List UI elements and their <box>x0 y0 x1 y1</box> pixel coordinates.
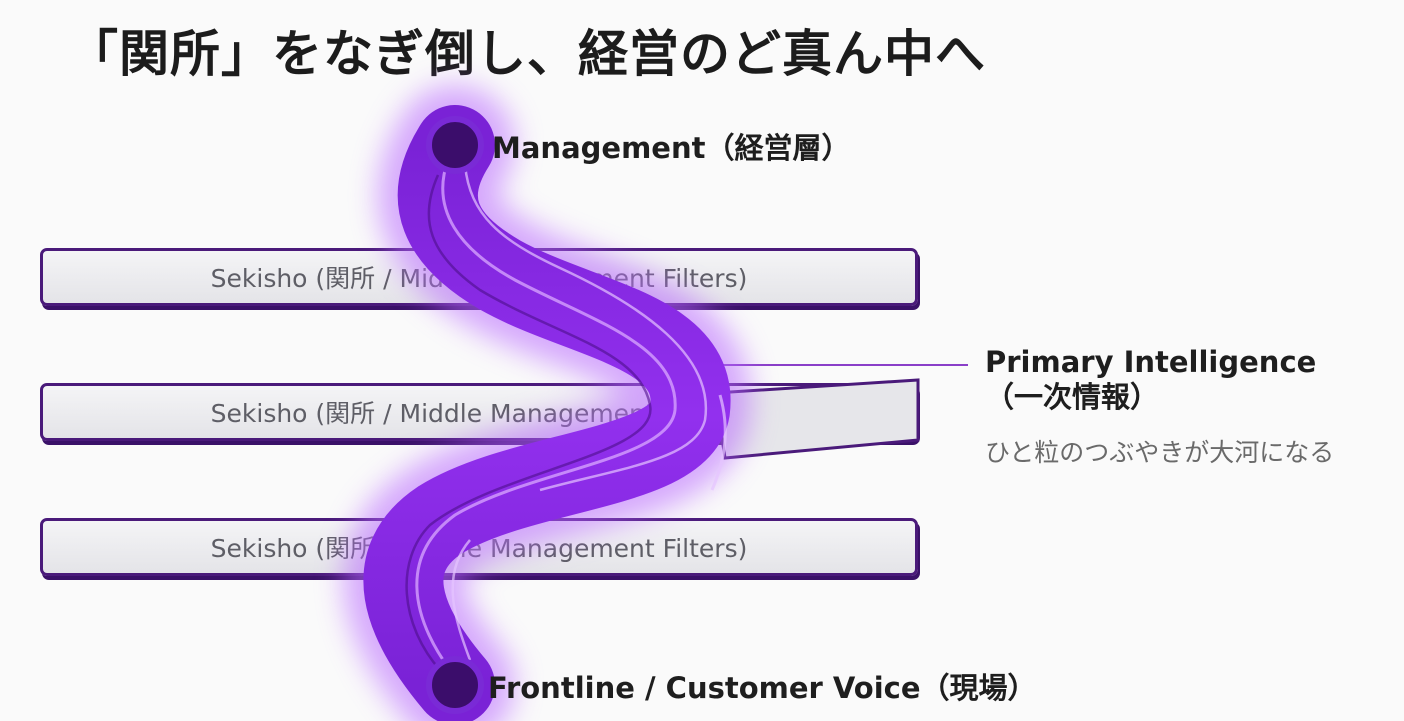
callout-title-line1: Primary Intelligence <box>985 345 1317 379</box>
flow-strand-5 <box>451 539 472 661</box>
management-label: Management（経営層） <box>492 131 851 165</box>
flow-strand-1 <box>415 159 677 671</box>
management-node <box>426 116 484 174</box>
flow-ribbon <box>363 105 731 721</box>
callout-subtitle: ひと粒のつぶやきが大河になる <box>985 438 1335 467</box>
callout-title-line2: （一次情報） <box>985 380 1160 414</box>
frontline-label: Frontline / Customer Voice（現場） <box>488 671 1037 705</box>
frontline-node <box>426 656 484 714</box>
flow-strand-2 <box>463 164 708 492</box>
flow-strand-3 <box>405 174 652 671</box>
flow-strand-4 <box>710 394 727 491</box>
slide-title: 「関所」をなぎ倒し、経営のど真ん中へ <box>68 25 986 83</box>
callout-title: Primary Intelligence （一次情報） <box>985 345 1316 415</box>
